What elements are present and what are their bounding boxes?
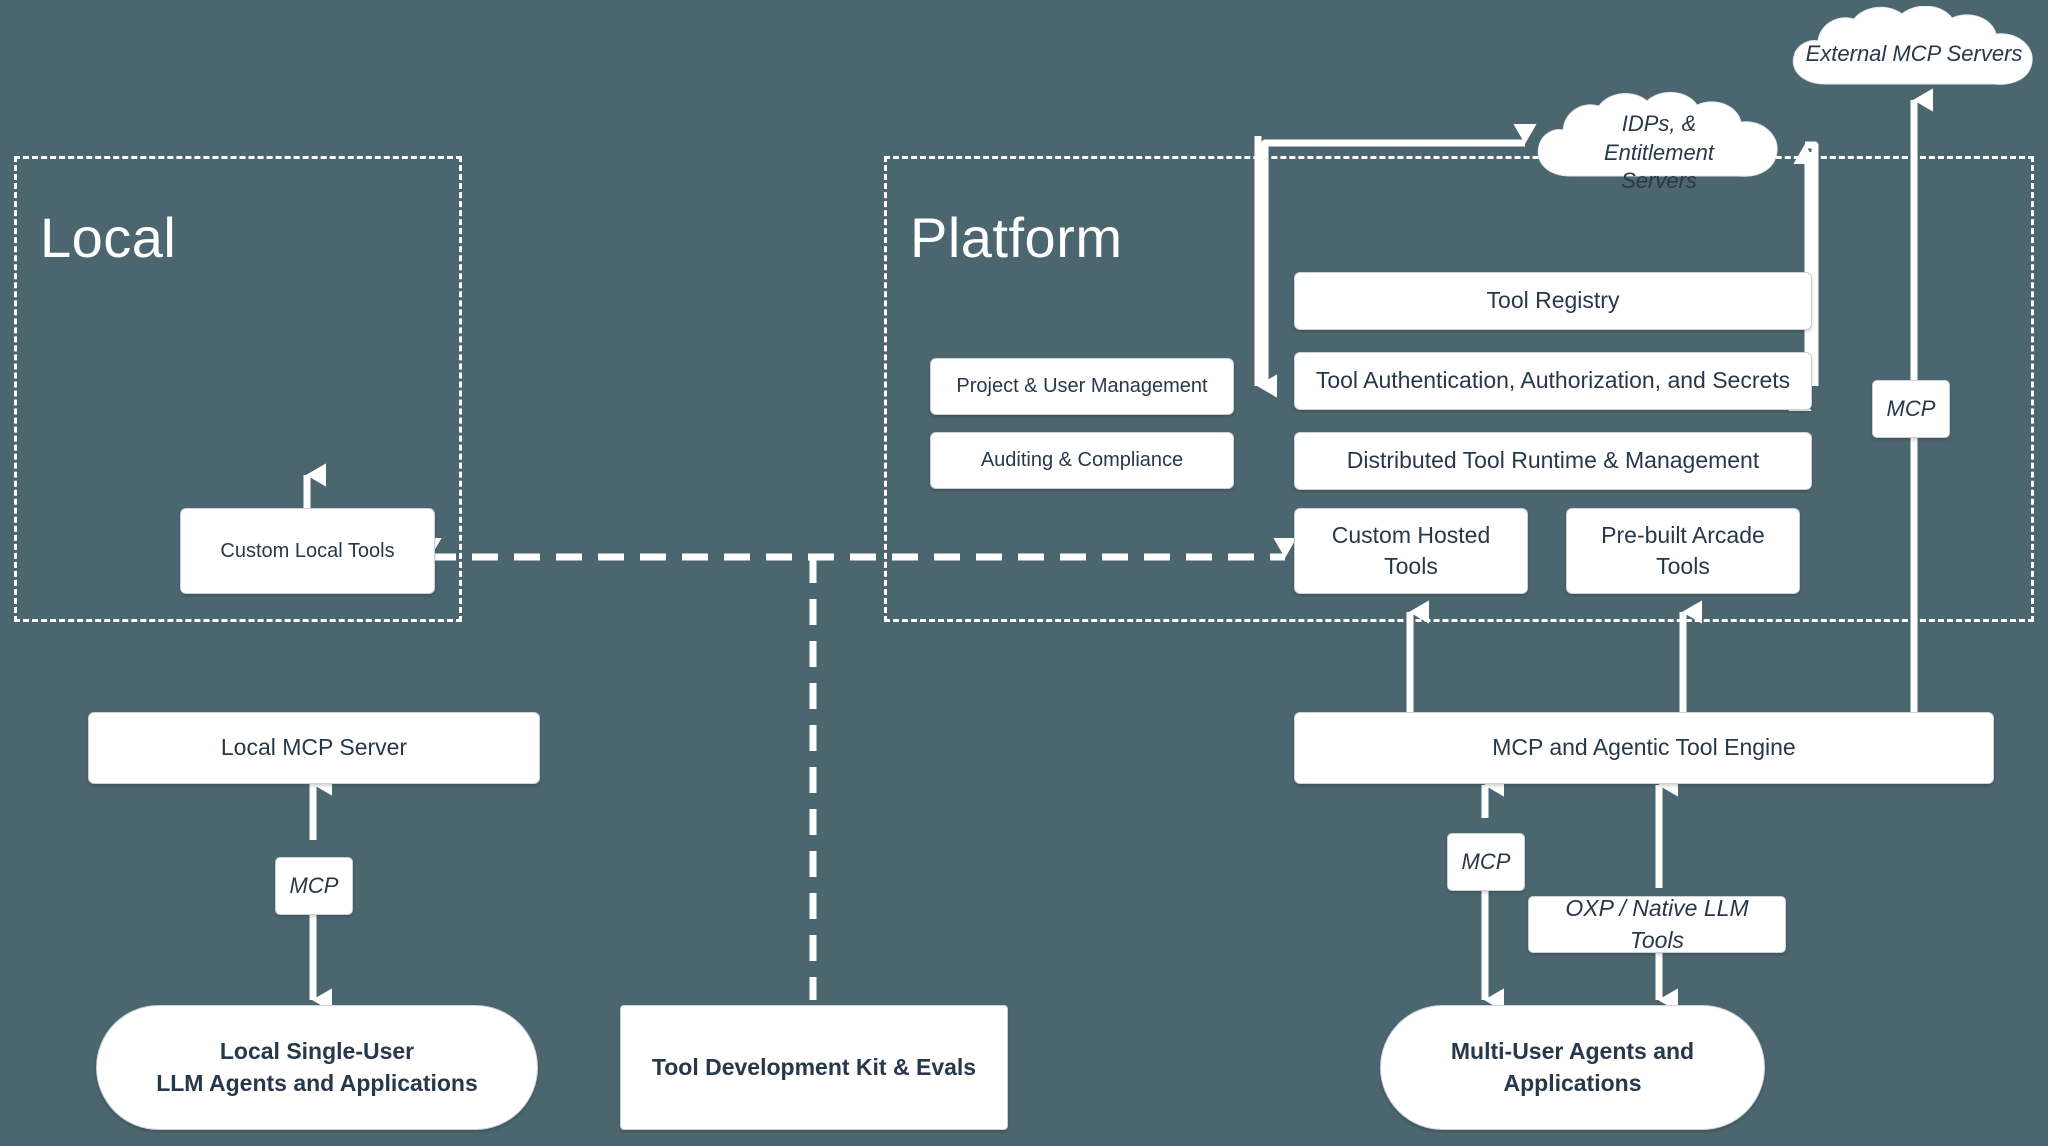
zone-platform [884,156,2034,622]
edge-label-oxp-native-llm-tools: OXP / Native LLM Tools [1528,895,1786,953]
node-multi-user-line1: Multi-User Agents and [1450,1038,1695,1065]
node-tool-registry[interactable]: Tool Registry [1294,272,1812,330]
edge-label-mcp-platform-agents: MCP [1447,833,1525,891]
cloud-idps-label-text: IDPs, & Entitlement Servers [1603,111,1715,194]
cloud-idps-entitlement-servers: IDPs, & Entitlement Servers [1525,90,1793,198]
cloud-shape-idps [1537,92,1778,177]
zone-local-title: Local [40,206,177,269]
zone-local [14,156,462,622]
node-local-single-user-line1: Local Single-User [219,1038,415,1065]
node-mcp-and-agentic-tool-engine[interactable]: MCP and Agentic Tool Engine [1294,712,1994,784]
node-local-mcp-server[interactable]: Local MCP Server [88,712,540,784]
zone-platform-title: Platform [910,206,1123,269]
node-local-single-user-line2: LLM Agents and Applications [156,1069,478,1096]
node-multi-user-line2: Applications [1503,1069,1642,1096]
edge-label-mcp-local: MCP [275,857,353,915]
node-auditing-compliance[interactable]: Auditing & Compliance [930,432,1234,489]
node-custom-local-tools[interactable]: Custom Local Tools [180,508,435,594]
node-pre-built-arcade-tools[interactable]: Pre-built Arcade Tools [1566,508,1800,594]
cloud-shape-external [1792,5,2033,85]
node-local-single-user-llm-agents[interactable]: Local Single-User LLM Agents and Applica… [96,1005,538,1130]
node-tool-development-kit-evals[interactable]: Tool Development Kit & Evals [620,1005,1008,1130]
cloud-idps-entitlement-servers-label: IDPs, & Entitlement Servers [1525,110,1793,196]
cloud-external-mcp-servers: External MCP Servers [1780,5,2048,102]
node-tool-authentication-authorization-secrets[interactable]: Tool Authentication, Authorization, and … [1294,352,1812,410]
node-project-user-management[interactable]: Project & User Management [930,358,1234,415]
edge-label-mcp-external: MCP [1872,380,1950,438]
node-multi-user-agents-applications[interactable]: Multi-User Agents and Applications [1380,1005,1765,1130]
cloud-external-mcp-servers-label: External MCP Servers [1805,41,2023,66]
node-custom-hosted-tools[interactable]: Custom Hosted Tools [1294,508,1528,594]
node-distributed-tool-runtime-management[interactable]: Distributed Tool Runtime & Management [1294,432,1812,490]
